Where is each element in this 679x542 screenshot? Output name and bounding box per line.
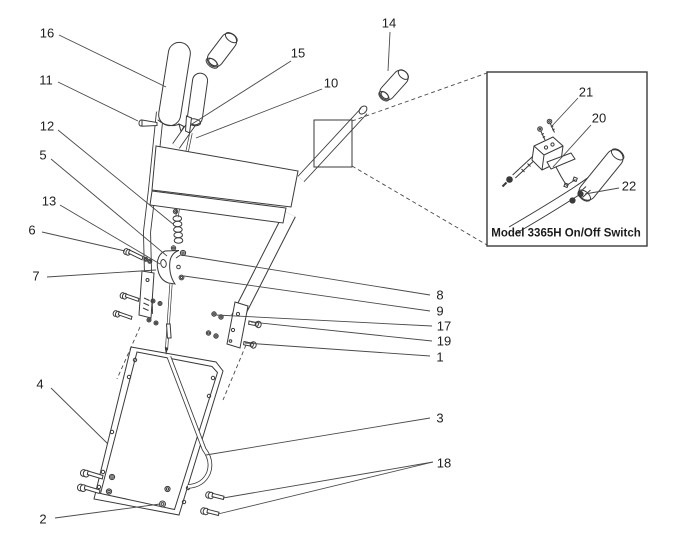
frame-bottom-hardware: [76, 469, 225, 517]
leader-line-13: [59, 204, 161, 265]
leader-line-15: [191, 60, 292, 125]
upper-cross-brace: [151, 145, 299, 208]
part-number-17: 17: [437, 319, 451, 334]
leader-line-12: [57, 129, 174, 225]
part-number-7: 7: [32, 269, 39, 284]
part-number-8: 8: [436, 288, 443, 303]
leader-line-18: [217, 461, 434, 515]
part-number-2: 2: [39, 512, 46, 527]
onoff-switch-body: [531, 136, 576, 171]
leader-line-17: [215, 314, 433, 327]
inset-grip: [577, 148, 625, 202]
part-number-4: 4: [36, 377, 43, 392]
part-number-16: 16: [40, 26, 54, 41]
part-number-14: 14: [382, 16, 396, 31]
part-number-18: 18: [437, 456, 451, 471]
detail-callout: Model 3365H On/Off Switch: [313, 71, 648, 247]
leader-line-3: [205, 417, 431, 456]
leader-line-10: [195, 88, 323, 139]
part-number-21: 21: [579, 85, 593, 100]
handle-assembly-drawing: [76, 32, 409, 517]
leader-line-9: [183, 275, 431, 312]
part-number-9: 9: [436, 304, 443, 319]
switch-wires: [555, 166, 578, 189]
pin-bolt-11: [138, 119, 158, 127]
leader-line-18: [222, 461, 434, 499]
adjuster-rod-13: [164, 283, 173, 355]
leader-line-4: [50, 387, 109, 445]
part-number-3: 3: [436, 411, 443, 426]
part-number-12: 12: [40, 119, 54, 134]
lower-frame: [93, 346, 224, 516]
leader-line-20: [552, 124, 592, 168]
left-bracket-plate: [138, 270, 155, 319]
part-number-13: 13: [42, 194, 56, 209]
left-grip: [157, 41, 191, 127]
hex-bolt-6: [123, 248, 153, 264]
left-bracket-hardware: [112, 292, 163, 326]
leader-line-19: [250, 321, 433, 342]
part-number-10: 10: [324, 76, 338, 91]
inner-grip: [186, 72, 209, 127]
leader-line-11: [57, 81, 139, 122]
leader-line-1: [244, 342, 431, 357]
leader-line-14: [387, 31, 391, 72]
leader-line-8: [180, 254, 431, 296]
part-number-15: 15: [291, 46, 305, 61]
support-rod-3: [166, 356, 213, 489]
spring-12: [170, 208, 184, 251]
switch-nuts: [569, 190, 584, 204]
part-number-19: 19: [437, 334, 451, 349]
part-number-6: 6: [28, 223, 35, 238]
part-number-1: 1: [436, 350, 443, 365]
switch-screws: [537, 118, 555, 141]
part-number-11: 11: [39, 73, 53, 88]
detached-grip-top: [205, 32, 238, 69]
alignment-dash-left: [116, 326, 141, 380]
leader-line-21: [550, 97, 579, 128]
part-number-5: 5: [39, 148, 46, 163]
part-number-20: 20: [592, 111, 606, 126]
right-bracket-plate: [226, 301, 249, 349]
detail-connector-top: [351, 72, 488, 122]
leader-line-5: [50, 158, 168, 257]
leader-line-7: [46, 269, 157, 278]
leader-line-6: [41, 231, 126, 252]
leader-line-22: [584, 187, 620, 195]
switch-conduit: [501, 155, 537, 188]
alignment-dash-right: [222, 344, 247, 401]
detail-connector-bottom: [351, 165, 488, 246]
latch-lever: [178, 115, 193, 134]
switch-assembly-drawing: [501, 118, 625, 235]
part-number-22: 22: [622, 179, 636, 194]
leader-line-2: [54, 503, 161, 519]
leader-line-16: [58, 34, 167, 88]
grip-14: [378, 69, 409, 102]
inset-caption: Model 3365H On/Off Switch: [491, 228, 641, 240]
lower-cross-brace: [149, 190, 287, 224]
lower-right-tube: [231, 211, 296, 321]
detail-source-rect: [313, 119, 353, 168]
right-handle-tube: [297, 105, 368, 183]
